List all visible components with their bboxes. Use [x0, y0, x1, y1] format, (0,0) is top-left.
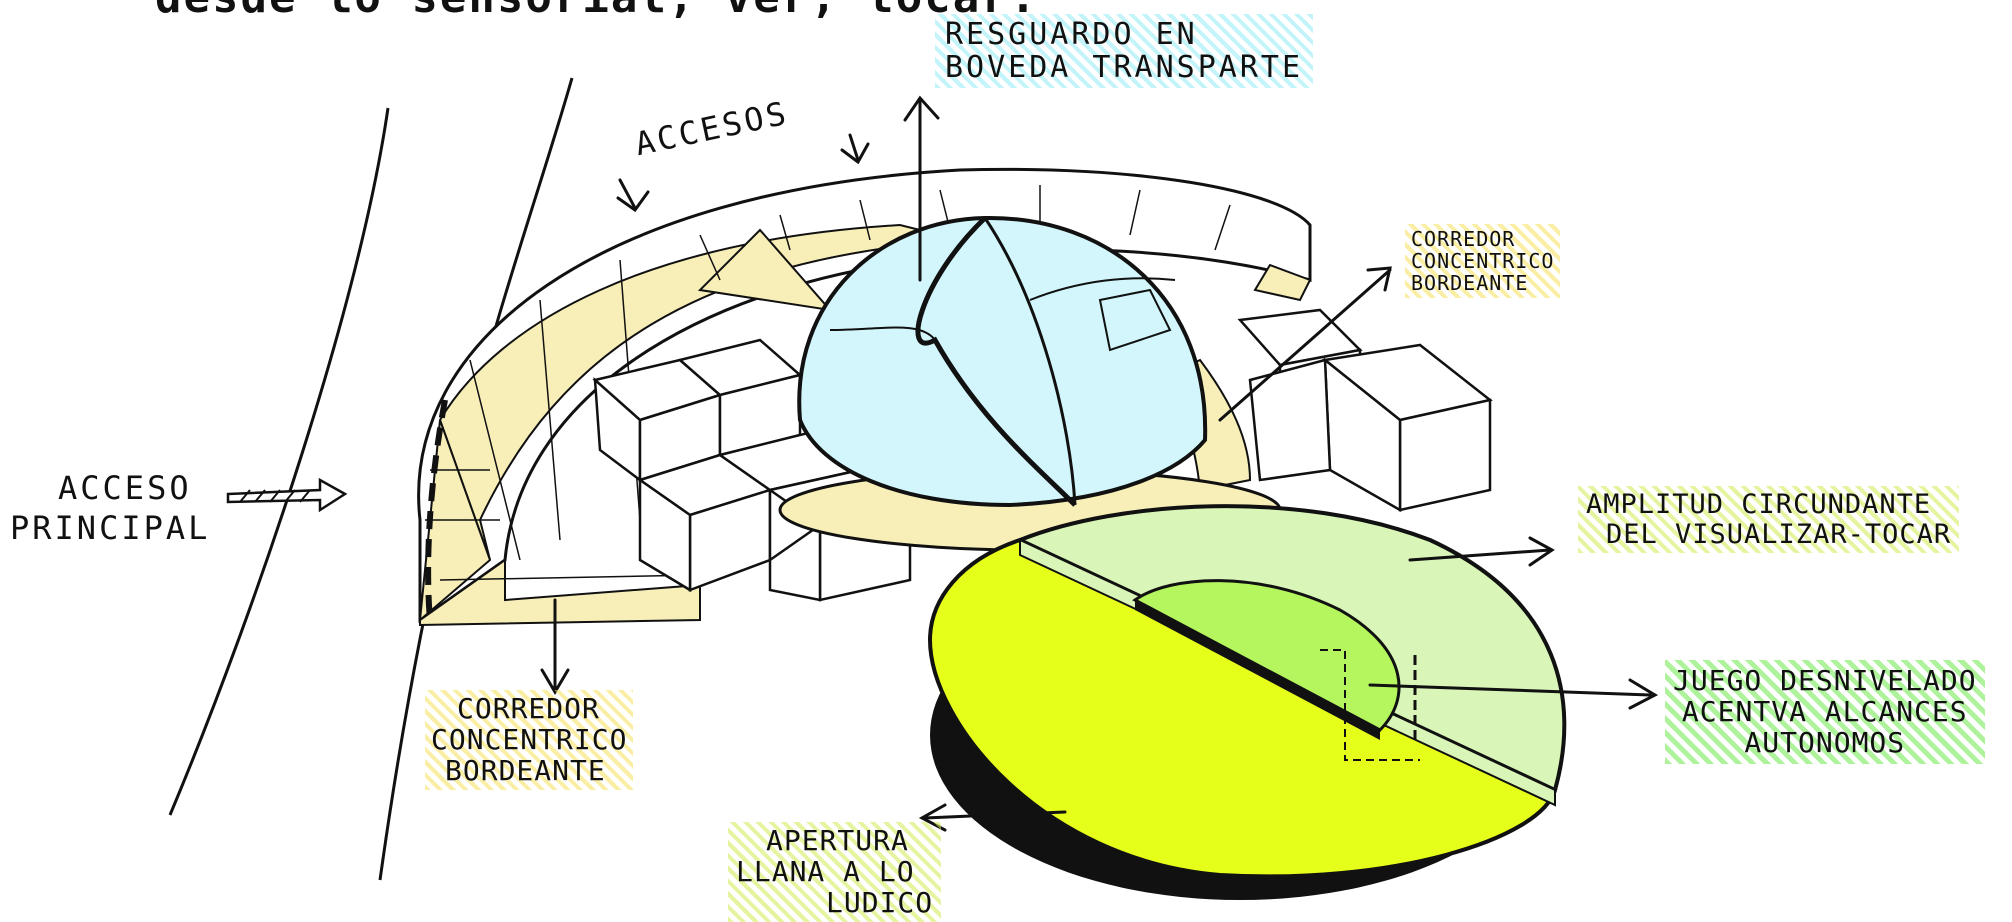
road-line-left [168, 107, 390, 816]
label-corredor-right-line1: CORREDOR [1411, 227, 1516, 251]
label-apertura-line2: LLANA A LO [736, 854, 915, 888]
label-resguardo-line1: RESGUARDO EN [945, 17, 1198, 52]
label-corredor-bottom-line2: CONCENTRICO [431, 722, 628, 756]
label-corredor-right-line3: BORDEANTE [1411, 271, 1529, 295]
top-caption: desde lo sensorial, ver, tocar. [155, 0, 1038, 23]
plaza-disc [927, 504, 1567, 900]
label-acceso-principal: ACCESO PRINCIPAL [10, 468, 210, 548]
label-amplitud: AMPLITUD CIRCUNDANTE DEL VISUALIZAR-TOCA… [1578, 486, 1960, 554]
play-pit [1132, 579, 1401, 732]
module-cubes-right [1237, 308, 1493, 513]
label-resguardo: RESGUARDO EN BOVEDA TRANSPARTE [935, 14, 1314, 88]
label-apertura-line3: LUDICO [826, 885, 934, 919]
label-corredor-right-line2: CONCENTRICO [1411, 249, 1555, 273]
label-apertura: APERTURA LLANA A LO LUDICO [728, 822, 942, 922]
main-access-arrow [226, 477, 348, 513]
label-apertura-line1: APERTURA [766, 824, 909, 857]
label-amplitud-line2: DEL VISUALIZAR-TOCAR [1606, 518, 1952, 550]
label-corredor-bottom: CORREDOR CONCENTRICO BORDEANTE [425, 690, 634, 791]
label-juego-line3: AUTONOMOS [1744, 725, 1906, 759]
label-corredor-bottom-line1: CORREDOR [457, 692, 600, 725]
label-juego-line1: JUEGO DESNIVELADO [1673, 664, 1977, 697]
label-juego: JUEGO DESNIVELADO ACENTVA ALCANCES AUTON… [1665, 660, 1985, 765]
label-amplitud-line1: AMPLITUD CIRCUNDANTE [1586, 489, 1932, 520]
label-juego-line2: ACENTVA ALCANCES [1681, 694, 1968, 728]
label-corredor-right: CORREDOR CONCENTRICO BORDEANTE [1405, 224, 1561, 298]
label-corredor-bottom-line3: BORDEANTE [445, 753, 606, 787]
label-resguardo-line2: BOVEDA TRANSPARTE [945, 50, 1304, 85]
label-acceso-line2: PRINCIPAL [10, 509, 211, 547]
label-acceso-line1: ACCESO [58, 469, 192, 507]
